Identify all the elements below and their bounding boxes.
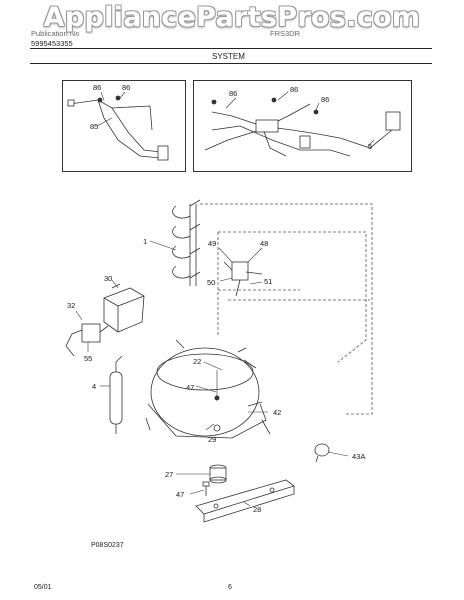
diagram-reference-code: P08S0237 [91, 542, 124, 549]
callout-51: 51 [264, 277, 272, 286]
wiring-detail-box-right [193, 80, 412, 172]
callout-28: 28 [253, 505, 261, 514]
wiring-detail-box-left [62, 80, 186, 172]
callout-48: 48 [260, 239, 268, 248]
compressor [145, 339, 271, 439]
header-rule-bottom [30, 63, 432, 64]
callout-27: 27 [165, 470, 173, 479]
callout-49: 49 [208, 239, 216, 248]
callout-86: 86 [93, 83, 101, 92]
cabinet-outline [200, 203, 373, 415]
tube-clip [314, 443, 330, 463]
callout-43a: 43A [352, 452, 365, 461]
callout-29: 29 [208, 435, 216, 444]
callout-30: 30 [104, 274, 112, 283]
washer [213, 424, 221, 432]
footer-date: 05/01 [34, 584, 52, 591]
callout-5: 5 [368, 142, 372, 151]
callout-1: 1 [143, 237, 147, 246]
screw [214, 395, 220, 401]
filter-drier [109, 355, 123, 434]
callout-55: 55 [84, 354, 92, 363]
mounting-rail [195, 479, 295, 523]
callout-86: 86 [229, 89, 237, 98]
footer-page-number: 6 [228, 584, 232, 591]
grommet [209, 464, 227, 484]
callout-86: 86 [321, 95, 329, 104]
watermark: AppliancePartsPros.com [43, 2, 421, 33]
callout-47: 47 [176, 490, 184, 499]
callout-86: 86 [290, 85, 298, 94]
wire-harness-5 [204, 97, 401, 157]
wire-harness-85 [67, 95, 169, 161]
model-number: FRS3DR [270, 29, 301, 38]
overload-protector [65, 323, 109, 357]
relay-cover [103, 283, 145, 333]
callout-42: 42 [273, 408, 281, 417]
callout-47: 47 [186, 383, 194, 392]
callout-85: 85 [90, 122, 98, 131]
leader-lines [75, 91, 375, 507]
publication-label: Publication No [31, 29, 80, 38]
callout-22: 22 [193, 357, 201, 366]
callout-32: 32 [67, 301, 75, 310]
condenser-coil [172, 199, 201, 286]
bolt [202, 481, 210, 496]
section-title: SYSTEM [212, 52, 245, 61]
thermal-switch [223, 261, 263, 297]
callout-4: 4 [92, 382, 96, 391]
callout-50: 50 [207, 278, 215, 287]
header-rule-top [30, 48, 432, 49]
callout-86: 86 [122, 83, 130, 92]
publication-number: 5995453355 [31, 39, 73, 48]
